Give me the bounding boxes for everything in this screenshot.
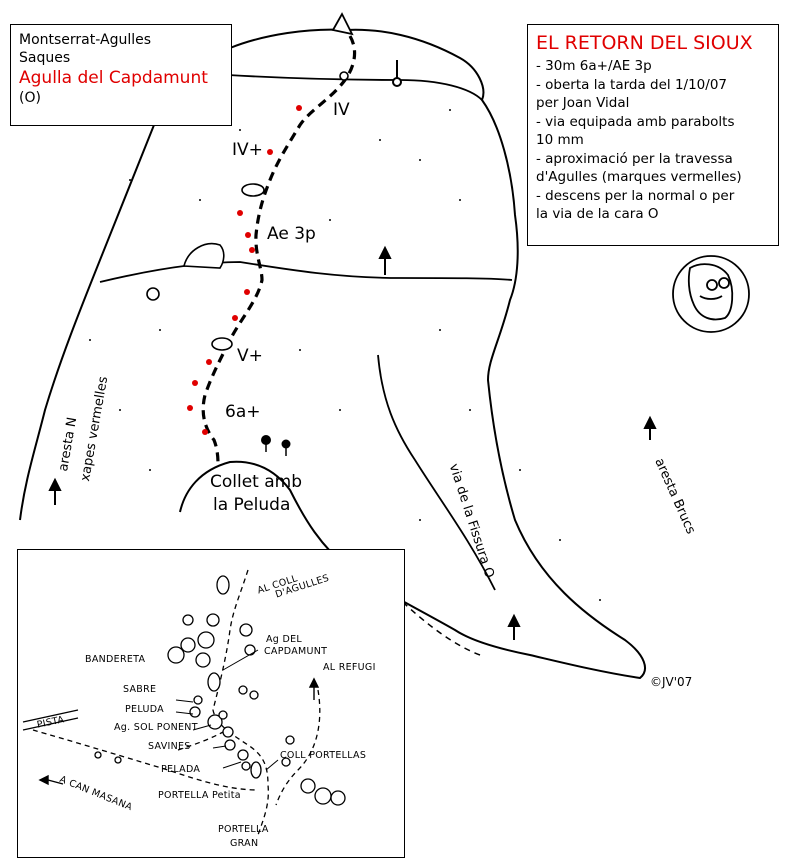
fissure-line xyxy=(377,354,496,591)
portella-gran-sub-label: GRAN xyxy=(230,838,259,849)
route-info-line: - oberta la tarda del 1/10/07 xyxy=(536,76,727,93)
crag-info-box: Montserrat-Agulles Saques Agulla del Cap… xyxy=(10,24,232,126)
belay-holes xyxy=(146,71,349,351)
col-label-2: la Peluda xyxy=(213,495,291,515)
coll-portellas-label: COLL PORTELLAS xyxy=(280,750,367,761)
route-info-line: - aproximació per la travessa xyxy=(536,150,733,167)
grade-pitch1: IV xyxy=(333,100,350,120)
face-name: (O) xyxy=(19,90,41,106)
bolt-dots xyxy=(187,105,302,435)
route-info-box: EL RETORN DEL SIOUX - 30m 6a+/AE 3p - ob… xyxy=(527,24,779,246)
route-info-line: per Joan Vidal xyxy=(536,95,630,111)
area-name: Montserrat-Agulles xyxy=(19,32,152,48)
pelada-label: PELADA xyxy=(161,764,201,775)
sabre-label: SABRE xyxy=(123,684,157,695)
ag-capdamunt-label: Ag DEL xyxy=(266,634,302,645)
route-info-line: - 30m 6a+/AE 3p xyxy=(536,58,652,74)
route-info-line: 10 mm xyxy=(536,132,584,148)
trees-icon xyxy=(261,435,291,456)
ag-capdamunt-sub-label: CAPDAMUNT xyxy=(264,646,328,657)
peak-name: Agulla del Capdamunt xyxy=(19,68,208,88)
summit-ridge xyxy=(227,74,483,101)
grade-pitch2: IV+ xyxy=(232,140,263,160)
bandereta-label: BANDERETA xyxy=(85,654,146,665)
approach-map-drawing xyxy=(22,569,346,836)
portella-gran-label: PORTELLA xyxy=(218,824,269,835)
mid-ledge xyxy=(99,261,513,283)
route-info-line: - descens per la normal o per xyxy=(536,187,735,204)
sioux-logo-icon xyxy=(672,255,750,333)
route-title: EL RETORN DEL SIOUX xyxy=(536,32,753,54)
approach-path xyxy=(351,552,481,656)
grade-pitch5: 6a+ xyxy=(225,402,261,422)
route-info-line: d'Agulles (marques vermelles) xyxy=(536,169,742,185)
grade-pitch4: V+ xyxy=(237,346,263,366)
grade-pitch3: Ae 3p xyxy=(267,224,316,244)
summit-flag xyxy=(331,12,354,36)
rock-texture xyxy=(89,109,601,601)
left-flank xyxy=(19,109,161,521)
al-refugi-label: AL REFUGI xyxy=(323,662,376,673)
copyright-label: ©JV'07 xyxy=(650,675,693,689)
approach-map: AL COLL D'AGULLES Ag DEL CAPDAMUNT AL RE… xyxy=(17,549,405,858)
arrows xyxy=(48,60,657,640)
route-line xyxy=(201,35,357,466)
ag-sol-ponent-label: Ag. SOL PONENT xyxy=(114,722,198,733)
route-info-line: la via de la cara O xyxy=(536,206,659,222)
route-info-line: - via equipada amb parabolts xyxy=(536,113,735,130)
col-label-1: Collet amb xyxy=(210,472,303,492)
peluda-label: PELUDA xyxy=(125,704,164,715)
zone-name: Saques xyxy=(19,50,71,66)
savines-label: SAVINES xyxy=(148,741,191,752)
portella-petita-label: PORTELLA Petita xyxy=(158,790,241,801)
